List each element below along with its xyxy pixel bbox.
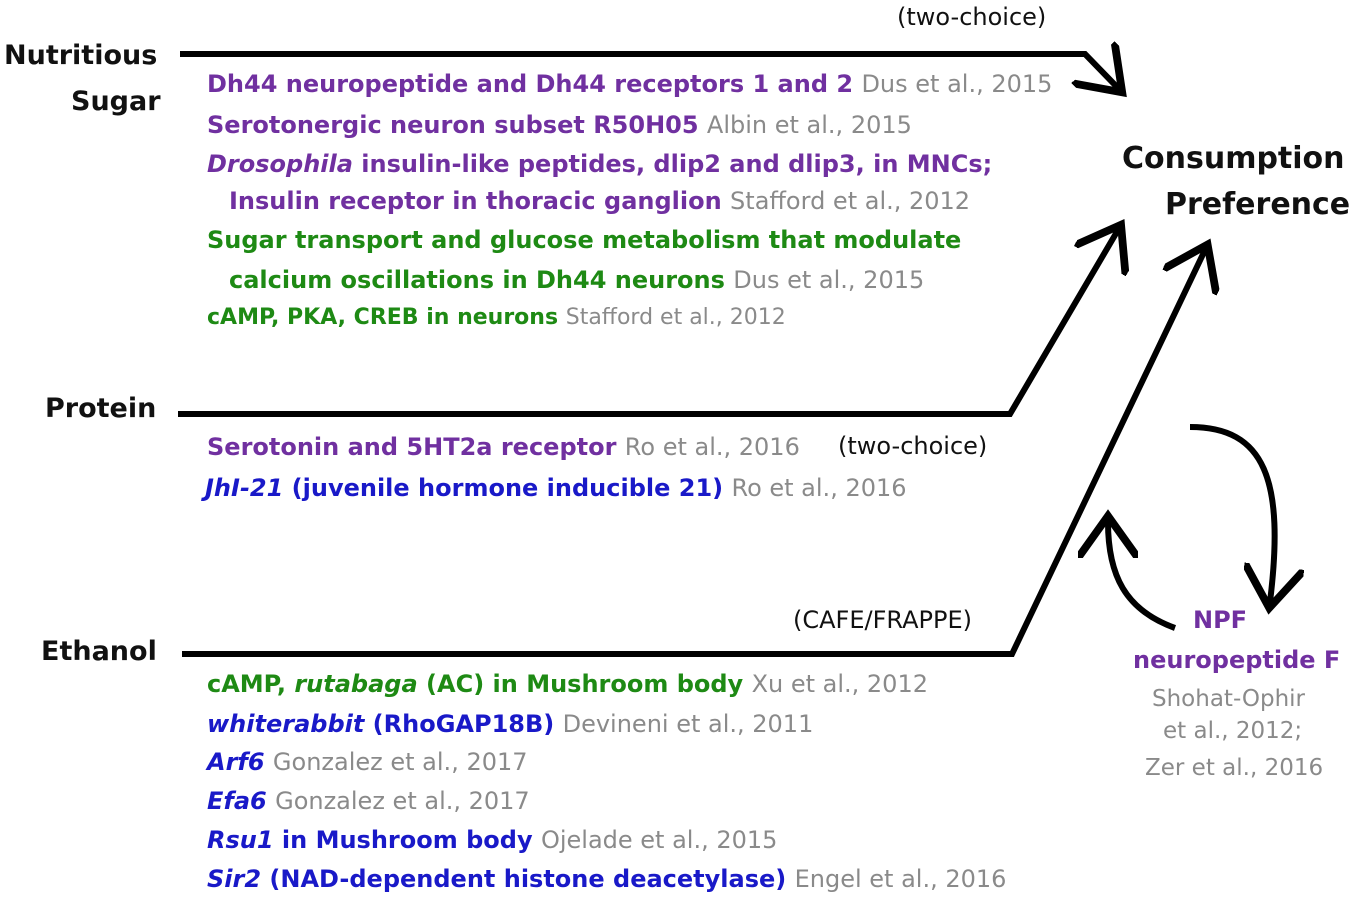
npf-citation-3: Zer et al., 2016 [1145,755,1324,781]
input-sugar-line2: Sugar [71,86,161,117]
input-protein: Protein [45,393,157,424]
ethanol-entry: Sir2 (NAD-dependent histone deacetylase)… [207,865,1007,893]
input-ethanol: Ethanol [41,636,157,667]
sugar-arrow [180,54,1118,88]
input-sugar-line1: Nutritious [4,40,158,71]
protein-entry: Serotonin and 5HT2a receptor Ro et al., … [207,433,800,461]
ethanol-arrow [182,250,1205,657]
npf-citation-1: Shohat-Ophir [1152,686,1306,712]
ethanol-assay-note: (CAFE/FRAPPE) [793,606,972,634]
output-line1: Consumption [1122,141,1345,176]
ethanol-entry: Efa6 Gonzalez et al., 2017 [207,787,530,815]
sugar-entry: Drosophila insulin-like peptides, dlip2 … [207,150,993,178]
ethanol-entry: whiterabbit (RhoGAP18B) Devineni et al.,… [207,710,814,738]
ethanol-entry: cAMP, rutabaga (AC) in Mushroom body Xu … [207,670,928,698]
ethanol-entry: Rsu1 in Mushroom body Ojelade et al., 20… [207,826,778,854]
protein-assay-note: (two-choice) [838,432,988,460]
npf-name: NPF [1193,606,1248,634]
sugar-entry: Dh44 neuropeptide and Dh44 receptors 1 a… [207,70,1053,98]
from-npf-arrow [1108,522,1177,631]
npf-citation-2: et al., 2012; [1163,718,1303,744]
sugar-assay-note: (two-choice) [897,3,1047,31]
sugar-entry: Insulin receptor in thoracic ganglion St… [229,187,971,215]
sugar-entry: calcium oscillations in Dh44 neurons Dus… [229,266,925,294]
output-line2: Preference [1165,187,1350,222]
sugar-entry: cAMP, PKA, CREB in neurons Stafford et a… [207,305,786,330]
sugar-entry: Sugar transport and glucose metabolism t… [207,226,962,254]
protein-arrow [178,230,1118,417]
protein-entry: JhI-21 (juvenile hormone inducible 21) R… [205,474,907,502]
ethanol-entry: Arf6 Gonzalez et al., 2017 [207,748,528,776]
sugar-entry: Serotonergic neuron subset R50H05 Albin … [207,111,912,139]
npf-full-name: neuropeptide F [1133,646,1341,674]
to-npf-arrow [1189,424,1275,602]
